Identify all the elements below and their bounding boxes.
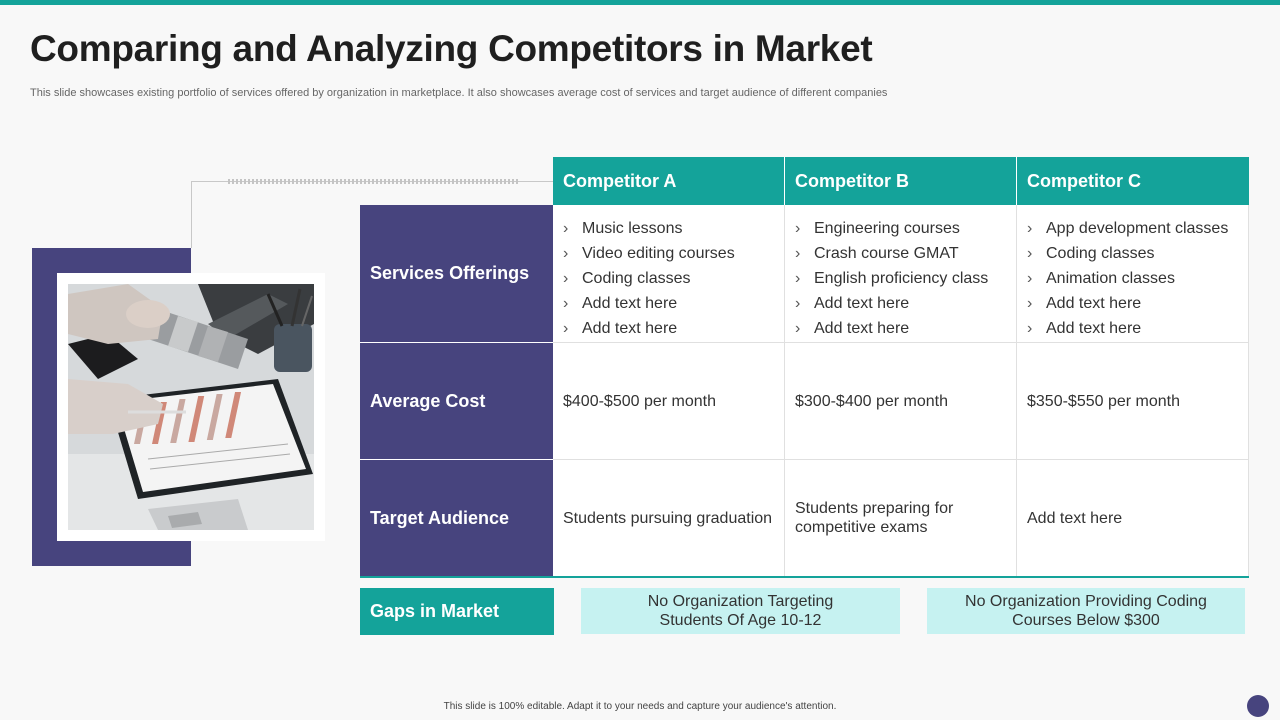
list-item: ›Video editing courses bbox=[563, 241, 735, 266]
gap-box-1: No Organization Targeting Students Of Ag… bbox=[581, 588, 900, 634]
chevron-right-icon: › bbox=[1027, 245, 1033, 262]
connector-line-vertical bbox=[191, 181, 192, 248]
audience-cell-competitor-a: Students pursuing graduation bbox=[553, 460, 785, 577]
business-analysis-photo bbox=[68, 284, 314, 530]
chevron-right-icon: › bbox=[1027, 295, 1033, 312]
page-subtitle: This slide showcases existing portfolio … bbox=[30, 87, 888, 99]
services-cell-competitor-b: ›Engineering courses ›Crash course GMAT … bbox=[785, 205, 1017, 343]
list-item: ›Add text here bbox=[563, 291, 735, 316]
chevron-right-icon: › bbox=[795, 320, 801, 337]
services-cell-competitor-a: ›Music lessons ›Video editing courses ›C… bbox=[553, 205, 785, 343]
gaps-in-market-label: Gaps in Market bbox=[360, 588, 554, 635]
chevron-right-icon: › bbox=[795, 295, 801, 312]
list-item: ›Crash course GMAT bbox=[795, 241, 988, 266]
services-list-b: ›Engineering courses ›Crash course GMAT … bbox=[795, 216, 988, 341]
list-item: ›App development classes bbox=[1027, 216, 1228, 241]
chevron-right-icon: › bbox=[563, 270, 569, 287]
top-accent-bar bbox=[0, 0, 1280, 5]
list-item: ›English proficiency class bbox=[795, 266, 988, 291]
page-title: Comparing and Analyzing Competitors in M… bbox=[30, 28, 873, 69]
list-item: ›Animation classes bbox=[1027, 266, 1228, 291]
table-bottom-border bbox=[360, 576, 1249, 578]
row-label-average-cost: Average Cost bbox=[360, 343, 553, 460]
footer-note: This slide is 100% editable. Adapt it to… bbox=[443, 701, 837, 712]
list-item: ›Add text here bbox=[1027, 291, 1228, 316]
list-item: ›Engineering courses bbox=[795, 216, 988, 241]
chevron-right-icon: › bbox=[795, 270, 801, 287]
cost-cell-competitor-b: $300-$400 per month bbox=[785, 343, 1017, 460]
cost-cell-competitor-a: $400-$500 per month bbox=[553, 343, 785, 460]
chevron-right-icon: › bbox=[1027, 320, 1033, 337]
services-list-a: ›Music lessons ›Video editing courses ›C… bbox=[563, 216, 735, 341]
chevron-right-icon: › bbox=[1027, 220, 1033, 237]
header-competitor-c: Competitor C bbox=[1017, 157, 1249, 205]
chevron-right-icon: › bbox=[563, 295, 569, 312]
services-cell-competitor-c: ›App development classes ›Coding classes… bbox=[1017, 205, 1249, 343]
list-item: ›Add text here bbox=[563, 316, 735, 341]
row-label-target-audience: Target Audience bbox=[360, 460, 553, 577]
decorative-dot bbox=[1247, 695, 1269, 717]
header-competitor-b: Competitor B bbox=[785, 157, 1017, 205]
list-item: ›Add text here bbox=[795, 291, 988, 316]
list-item: ›Music lessons bbox=[563, 216, 735, 241]
audience-cell-competitor-c: Add text here bbox=[1017, 460, 1249, 577]
header-competitor-a: Competitor A bbox=[553, 157, 785, 205]
dotted-line bbox=[228, 179, 520, 184]
list-item: ›Coding classes bbox=[563, 266, 735, 291]
list-item: ›Add text here bbox=[1027, 316, 1228, 341]
chevron-right-icon: › bbox=[1027, 270, 1033, 287]
list-item: ›Coding classes bbox=[1027, 241, 1228, 266]
chevron-right-icon: › bbox=[563, 245, 569, 262]
gap-box-2: No Organization Providing Coding Courses… bbox=[927, 588, 1245, 634]
chevron-right-icon: › bbox=[795, 220, 801, 237]
chevron-right-icon: › bbox=[563, 320, 569, 337]
list-item: ›Add text here bbox=[795, 316, 988, 341]
audience-cell-competitor-b: Students preparing for competitive exams bbox=[785, 460, 1017, 577]
row-label-services-offerings: Services Offerings bbox=[360, 205, 553, 343]
chevron-right-icon: › bbox=[795, 245, 801, 262]
cost-cell-competitor-c: $350-$550 per month bbox=[1017, 343, 1249, 460]
services-list-c: ›App development classes ›Coding classes… bbox=[1027, 216, 1228, 341]
chevron-right-icon: › bbox=[563, 220, 569, 237]
